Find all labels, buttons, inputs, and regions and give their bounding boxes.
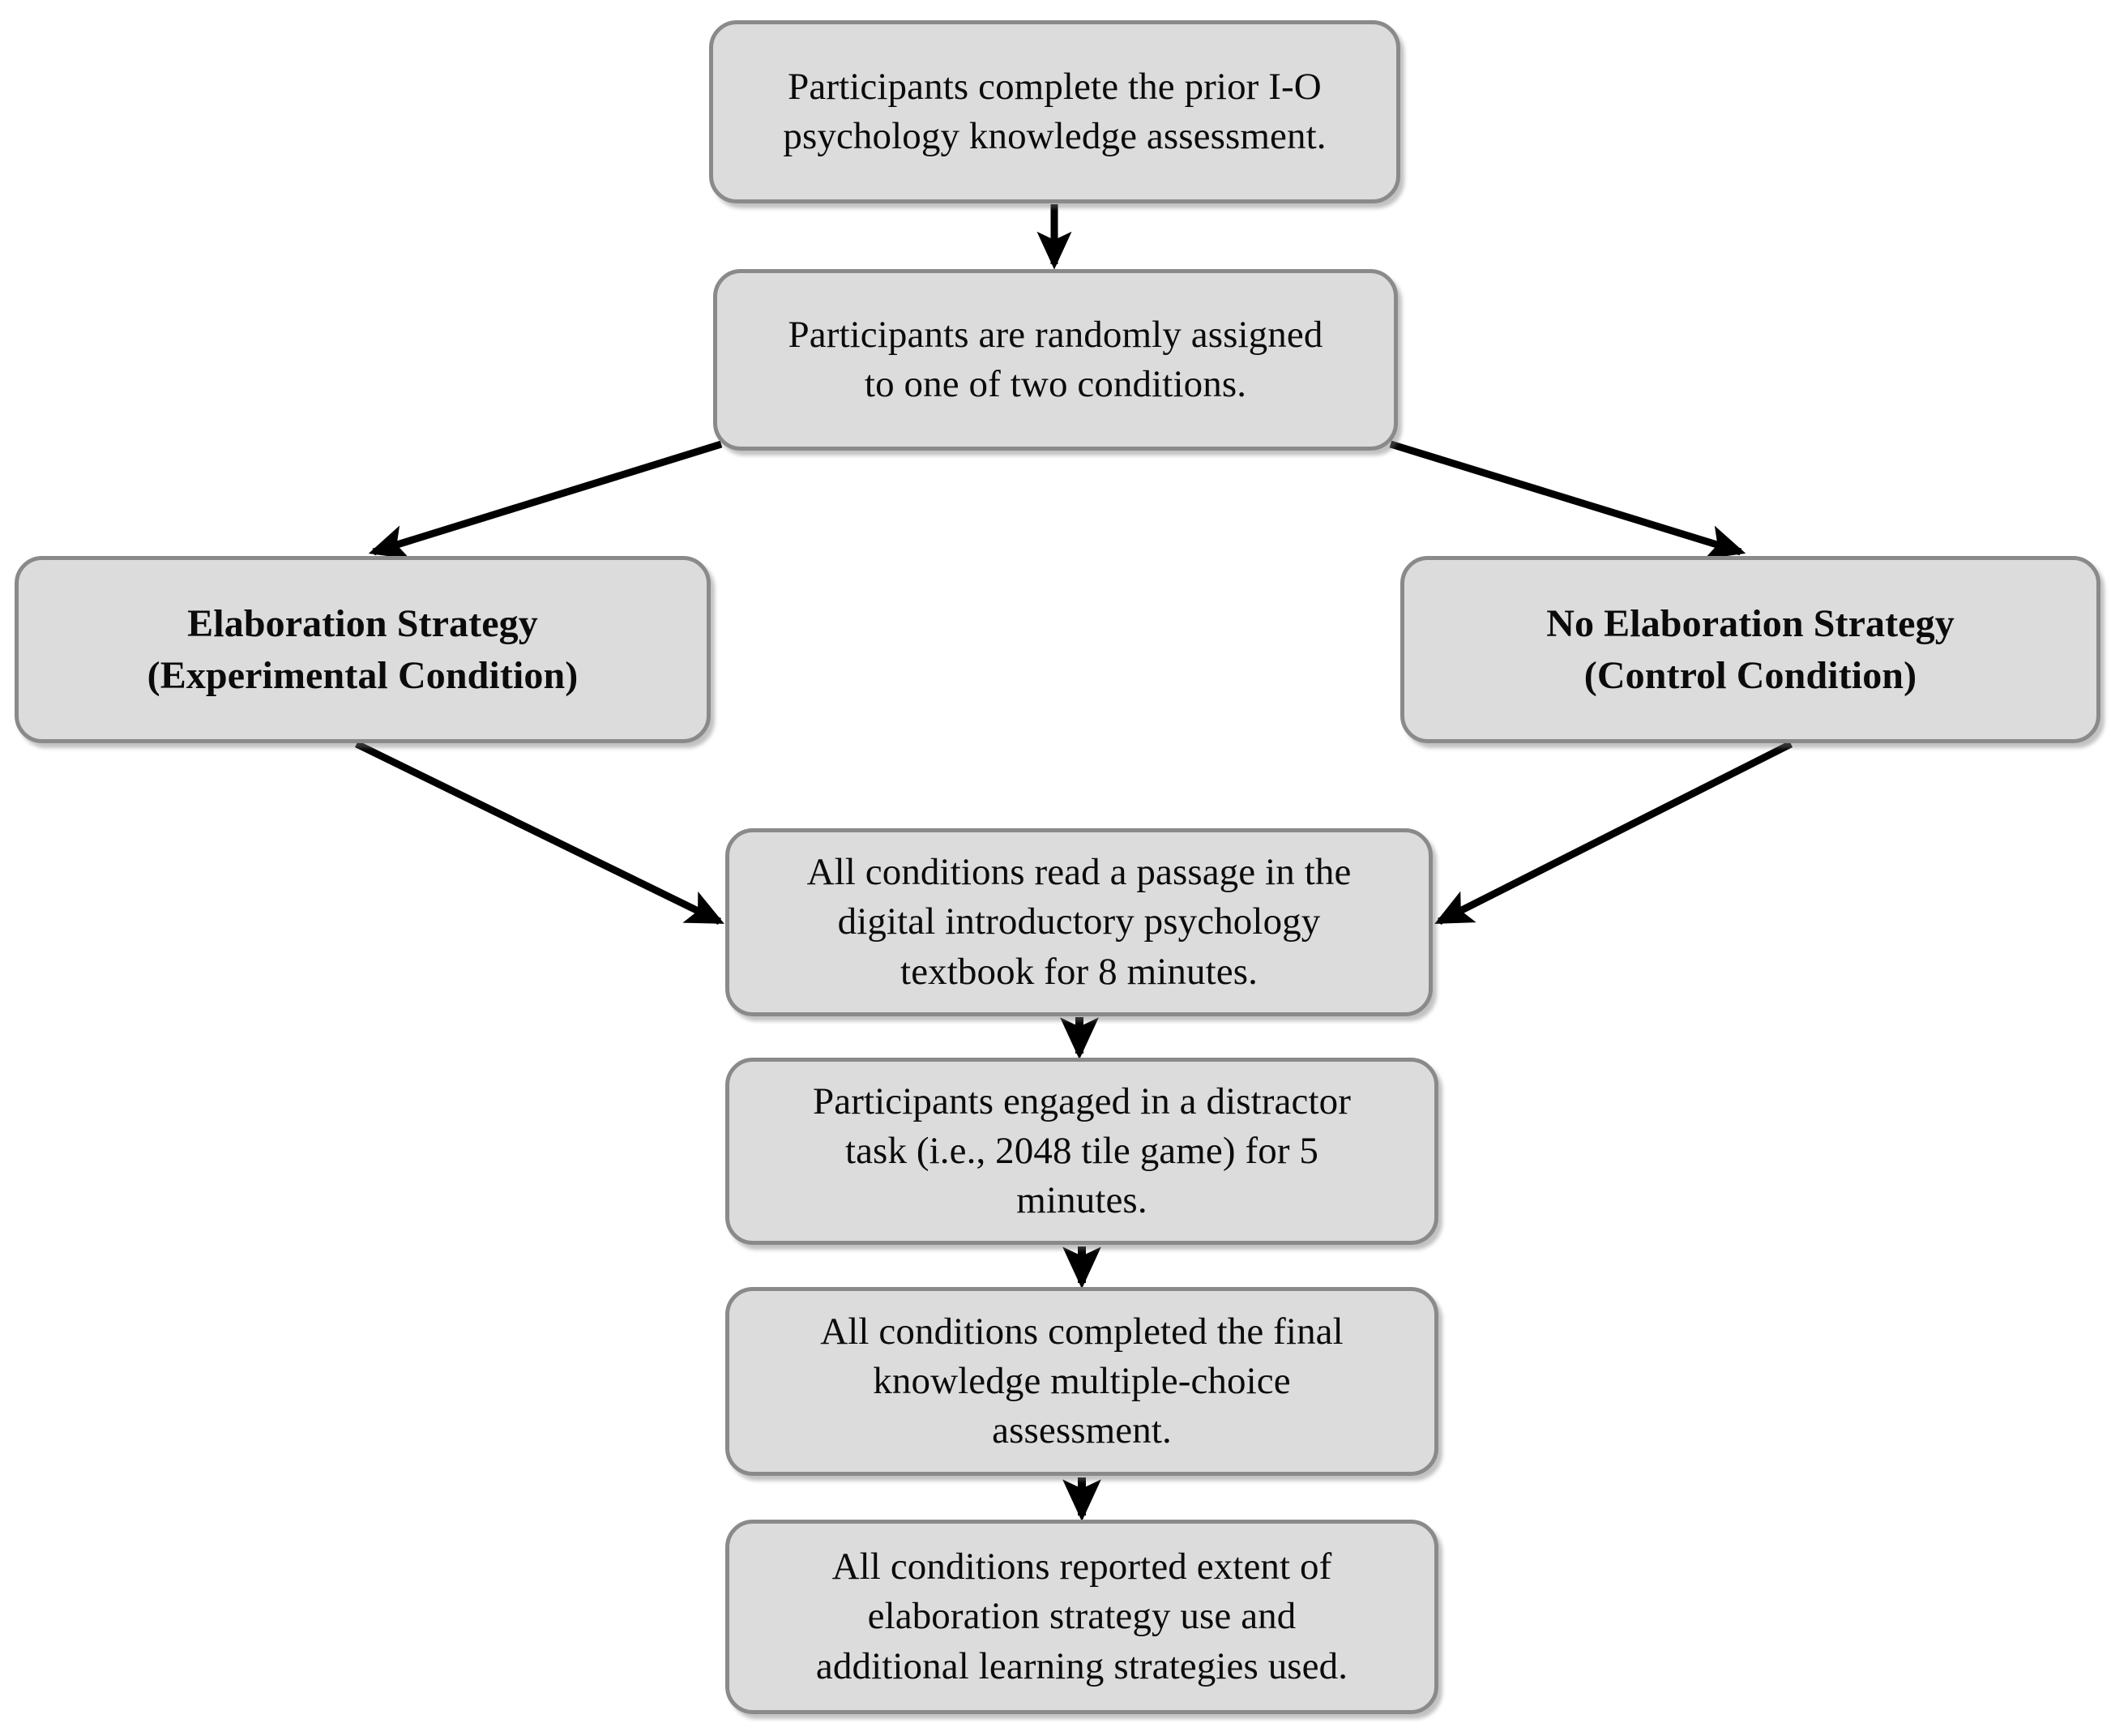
node-experimental-condition: Elaboration Strategy (Experimental Condi…: [15, 556, 711, 743]
node-prior-assessment-label: Participants complete the prior I-O psyc…: [783, 65, 1327, 157]
node-final-assessment-label: All conditions completed the final knowl…: [820, 1310, 1344, 1452]
node-distractor-task: Participants engaged in a distractor tas…: [725, 1058, 1438, 1245]
node-experimental-condition-label: Elaboration Strategy (Experimental Condi…: [147, 602, 579, 697]
node-self-report-label: All conditions reported extent of elabor…: [815, 1546, 1348, 1687]
node-distractor-task-label: Participants engaged in a distractor tas…: [813, 1080, 1351, 1222]
node-read-passage-label: All conditions read a passage in the dig…: [806, 851, 1352, 993]
edge-random-to-experimental: [368, 440, 723, 559]
node-final-assessment: All conditions completed the final knowl…: [725, 1287, 1438, 1476]
node-prior-assessment: Participants complete the prior I-O psyc…: [709, 20, 1400, 203]
node-control-condition: No Elaboration Strategy (Control Conditi…: [1400, 556, 2100, 743]
node-read-passage: All conditions read a passage in the dig…: [725, 828, 1433, 1016]
node-random-assign: Participants are randomly assigned to on…: [713, 269, 1398, 451]
node-self-report: All conditions reported extent of elabor…: [725, 1520, 1438, 1714]
node-random-assign-label: Participants are randomly assigned to on…: [788, 313, 1323, 405]
edge-control-to-read: [1434, 740, 1793, 926]
edge-random-to-control: [1389, 440, 1746, 559]
node-control-condition-label: No Elaboration Strategy (Control Conditi…: [1546, 602, 1955, 697]
edge-experimental-to-read: [355, 740, 724, 926]
